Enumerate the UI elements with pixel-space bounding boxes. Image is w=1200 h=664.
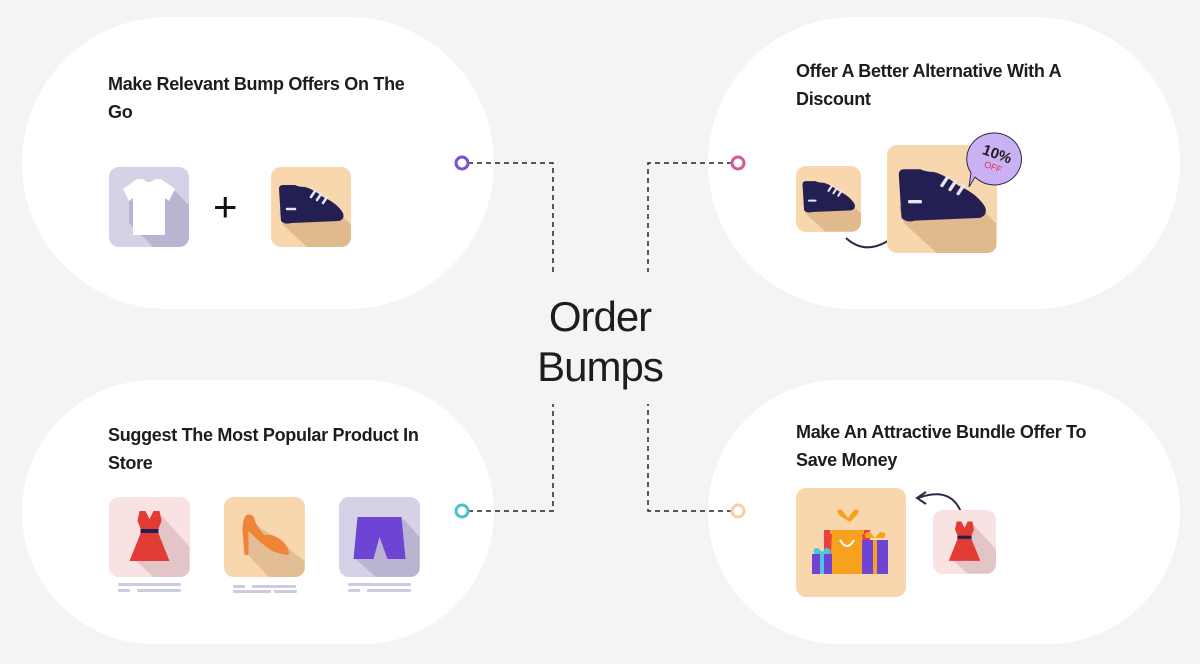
card-title-popular-product: Suggest The Most Popular Product In Stor… bbox=[108, 425, 419, 473]
dress-icon bbox=[933, 510, 996, 574]
high-heel-icon bbox=[224, 497, 305, 577]
gift-bundle-icon bbox=[796, 488, 906, 597]
sneaker-icon bbox=[271, 167, 351, 247]
card-title-relevant-bump: Make Relevant Bump Offers On The Go bbox=[108, 74, 405, 122]
card-title-better-alternative: Offer A Better Alternative With A Discou… bbox=[796, 61, 1061, 109]
discount-badge bbox=[966, 132, 1022, 187]
plus-icon: + bbox=[213, 183, 238, 230]
shorts-icon bbox=[339, 497, 420, 577]
dress-icon bbox=[109, 497, 190, 577]
card-title-bundle-offer: Make An Attractive Bundle Offer To Save … bbox=[796, 422, 1087, 470]
card-relevant-bump-offers bbox=[22, 17, 494, 309]
center-title-line2: Bumps bbox=[537, 343, 664, 390]
t-shirt-icon bbox=[109, 167, 189, 247]
small-sneaker-icon bbox=[796, 166, 861, 232]
center-title-line1: Order bbox=[548, 293, 652, 340]
center-title: Order Bumps bbox=[500, 292, 700, 392]
